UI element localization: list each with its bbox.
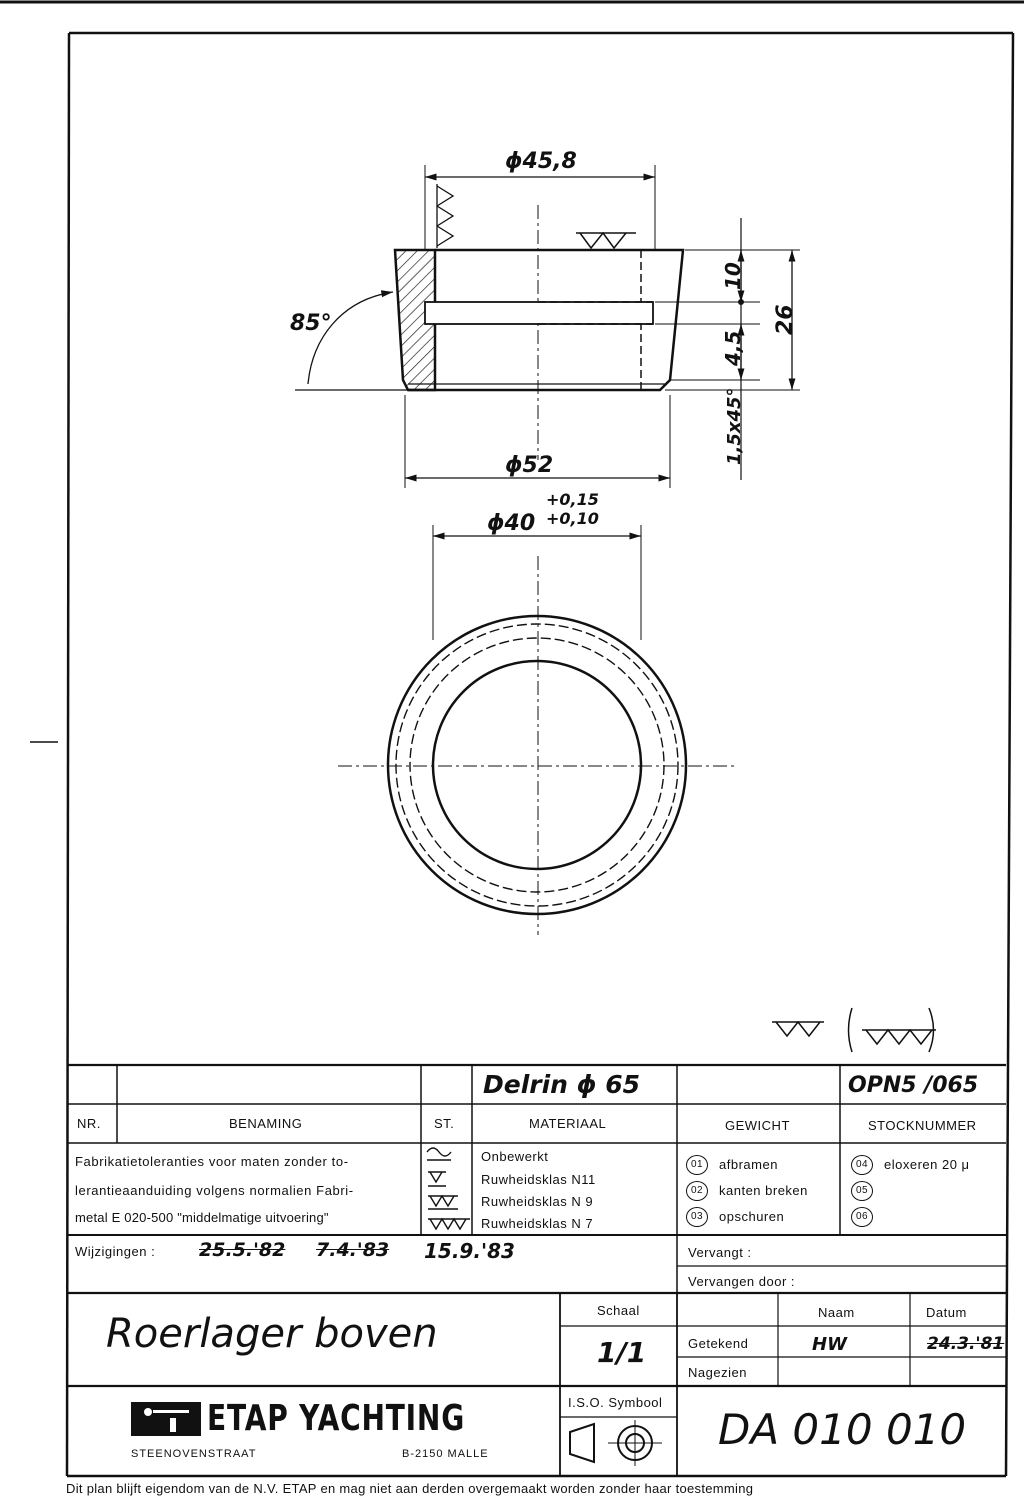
- dim-height-45: 4,5: [721, 331, 745, 367]
- stock-number-value: OPN5 /065: [848, 1073, 979, 1098]
- title-block-grid: [67, 1063, 1006, 1476]
- vervangt-label: Vervangt :: [688, 1245, 752, 1260]
- roughness-n9: Ruwheidsklas N 9: [481, 1194, 594, 1209]
- iso-projection-symbol: [569, 1420, 662, 1466]
- material-value: Delrin ϕ 65: [483, 1070, 641, 1099]
- finish-label-01: afbramen: [719, 1157, 778, 1172]
- finish-code-06: 06: [851, 1207, 873, 1227]
- col-gewicht-header: GEWICHT: [725, 1118, 790, 1133]
- datum-label: Datum: [926, 1305, 967, 1320]
- tolerance-note-line-1: Fabrikatietoleranties voor maten zonder …: [75, 1154, 349, 1169]
- col-benaming-header: BENAMING: [229, 1116, 303, 1131]
- col-nr-header: NR.: [77, 1116, 101, 1131]
- finish-code-05: 05: [851, 1181, 873, 1201]
- bore-circle: [431, 659, 643, 871]
- finish-label-04: eloxeren 20 μ: [884, 1157, 970, 1172]
- finish-code-02: 02: [686, 1181, 708, 1201]
- naam-label: Naam: [818, 1305, 855, 1320]
- part-name: Roerlager boven: [106, 1311, 438, 1357]
- getekend-datum: 24.3.'81: [927, 1334, 1005, 1354]
- wijziging-current: 15.9.'83: [424, 1239, 515, 1263]
- roughness-legend-symbols: [426, 1147, 470, 1231]
- wijziging-struck-1: 25.5.'82: [199, 1239, 286, 1261]
- finish-label-02: kanten breken: [719, 1183, 808, 1198]
- section-view: [295, 165, 800, 488]
- outer-circle: [386, 614, 688, 916]
- roughness-n7: Ruwheidsklas N 7: [481, 1216, 594, 1231]
- dim-chamfer: 1,5x45°: [724, 387, 745, 465]
- wijzigingen-label: Wijzigingen :: [75, 1244, 156, 1259]
- plan-view: [338, 525, 736, 935]
- finish-code-04: 04: [851, 1155, 873, 1175]
- tolerance-note-line-3: metal E 020-500 "middelmatige uitvoering…: [75, 1210, 329, 1225]
- drawing-frame: [65, 31, 1015, 1478]
- finish-code-01: 01: [686, 1155, 708, 1175]
- dim-bore-diameter: ϕ40: [487, 511, 535, 536]
- roughness-n11: Ruwheidsklas N11: [481, 1172, 596, 1187]
- getekend-naam: HW: [812, 1334, 847, 1355]
- schaal-value: 1/1: [597, 1336, 647, 1369]
- finish-label-03: opschuren: [719, 1209, 785, 1224]
- dim-bore-tol-lower: +0,10: [546, 509, 599, 528]
- dim-height-10: 10: [721, 262, 745, 290]
- dim-height-26: 26: [773, 304, 798, 335]
- nagezien-label: Nagezien: [688, 1365, 747, 1380]
- footer-ownership-note: Dit plan blijft eigendom van de N.V. ETA…: [66, 1481, 754, 1496]
- company-street: STEENOVENSTRAAT: [131, 1448, 257, 1460]
- dim-bore-tol-upper: +0,15: [546, 490, 599, 509]
- vervangen-door-label: Vervangen door :: [688, 1274, 796, 1289]
- dim-top-diameter: ϕ45,8: [505, 149, 577, 174]
- general-roughness-symbol: [772, 1007, 936, 1053]
- roughness-onbewerkt: Onbewerkt: [481, 1149, 549, 1164]
- company-name: ETAP YACHTING: [207, 1398, 466, 1439]
- groove-circle-inner: [409, 637, 665, 893]
- groove-circle-outer: [395, 623, 679, 907]
- getekend-label: Getekend: [688, 1336, 749, 1351]
- etap-logo: [131, 1402, 201, 1436]
- col-st-header: ST.: [434, 1116, 455, 1131]
- wijziging-struck-2: 7.4.'83: [316, 1239, 390, 1261]
- groove: [424, 301, 654, 325]
- drawing-number: DA 010 010: [718, 1405, 967, 1454]
- dim-base-diameter: ϕ52: [505, 453, 553, 478]
- finish-code-03: 03: [686, 1207, 708, 1227]
- company-city: B-2150 MALLE: [402, 1448, 489, 1460]
- col-stocknummer-header: STOCKNUMMER: [868, 1118, 977, 1133]
- col-materiaal-header: MATERIAAL: [529, 1116, 607, 1131]
- iso-symbool-label: I.S.O. Symbool: [568, 1395, 663, 1410]
- tolerance-note-line-2: lerantieaanduiding volgens normalien Fab…: [75, 1183, 354, 1198]
- schaal-label: Schaal: [597, 1303, 640, 1318]
- dim-angle: 85°: [290, 311, 332, 336]
